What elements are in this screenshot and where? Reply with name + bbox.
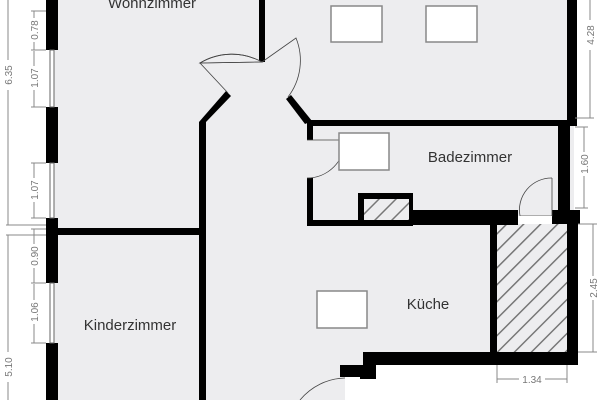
walls [46, 0, 580, 400]
door-front [299, 377, 346, 400]
floor-area [52, 0, 574, 400]
pantry-hatched-area [497, 224, 567, 352]
dim-right-bath: 1.60 [580, 154, 591, 174]
windows [49, 49, 55, 344]
dim-right-top: 4.28 [586, 25, 597, 45]
room-label-kinderzimmer: Kinderzimmer [84, 317, 177, 334]
pantry-door-threshold [518, 216, 552, 224]
skylights [316, 5, 478, 329]
doors[interactable] [198, 37, 553, 400]
dim-left-seg: 0.78 [30, 20, 41, 40]
dim-left-total-top: 6.35 [4, 65, 15, 85]
room-label-kueche: Küche [407, 296, 450, 313]
room-label-badezimmer: Badezimmer [428, 149, 512, 166]
room-label-wohnzimmer: Wohnzimmer [108, 0, 196, 12]
door-pantry [519, 177, 553, 217]
dim-bottom-pantry: 1.34 [522, 375, 542, 386]
dim-left-seg: 1.07 [30, 68, 41, 88]
door-entrance [261, 37, 301, 98]
dim-left-seg: 1.06 [30, 302, 41, 322]
bath-hatched-box [364, 199, 409, 220]
dimension-lines [6, 0, 597, 400]
dim-left-seg: 1.07 [30, 180, 41, 200]
dim-left-total-bottom: 5.10 [4, 357, 15, 377]
dim-left-seg: 0.90 [30, 246, 41, 266]
dim-right-pantry: 2.45 [589, 278, 600, 298]
